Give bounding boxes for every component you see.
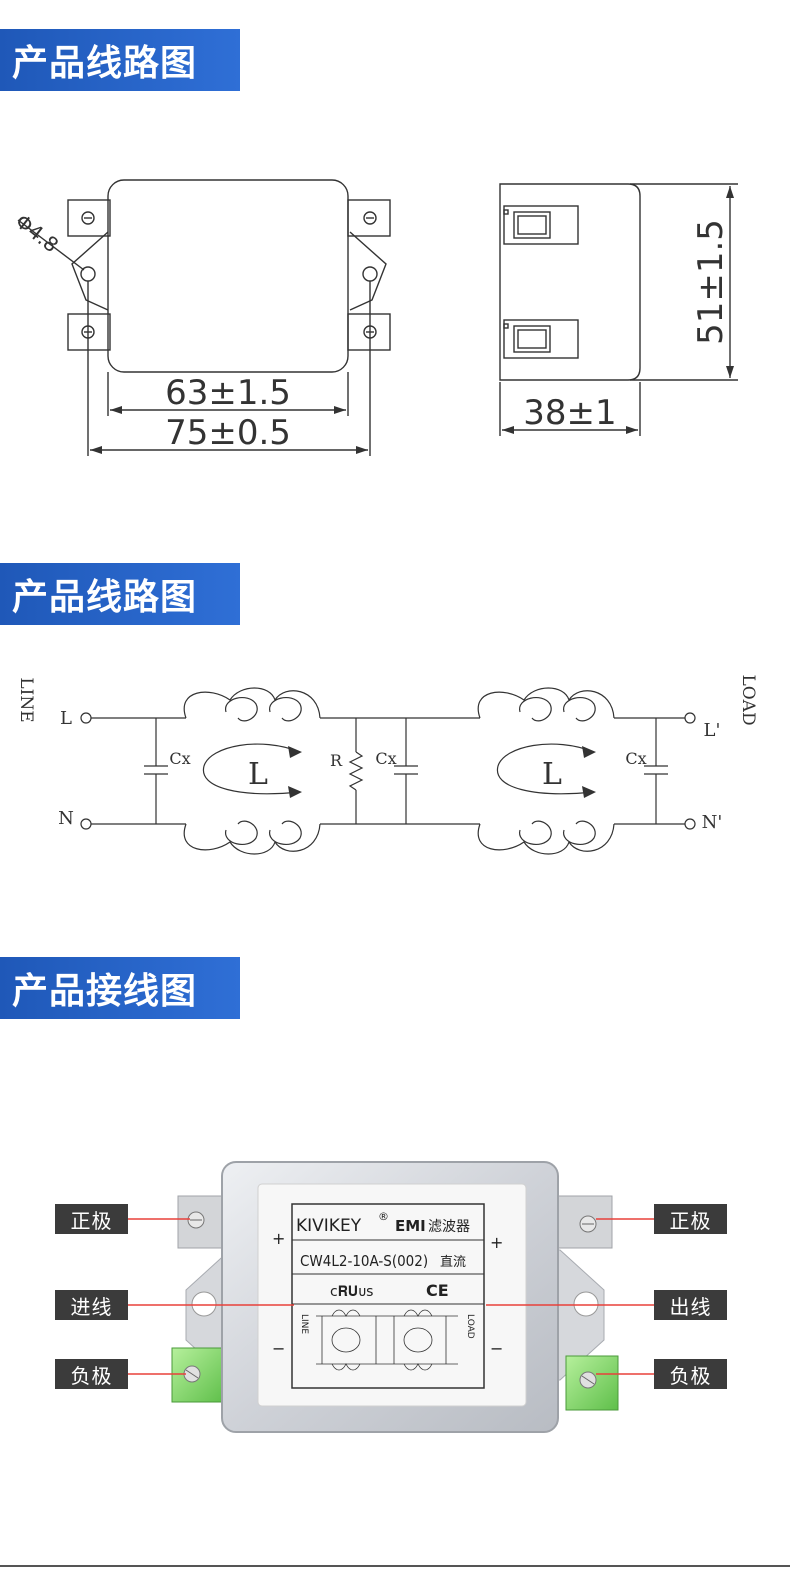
resistor (348, 751, 364, 791)
cx-label-2: Cx (375, 749, 396, 768)
terminal-N-out (684, 818, 696, 830)
cx-label-1: Cx (169, 749, 190, 768)
L-out-label: L' (704, 720, 721, 741)
circuit-diagram: LINE LOAD L N L' N' Cx Cx Cx R L L (16, 674, 758, 855)
label-out-line: 出线 (654, 1290, 727, 1320)
section-title: 产品线路图 (12, 577, 198, 618)
line-letters: LINE (299, 1314, 309, 1334)
cert-ul: ᴄ𝐑𝐔ᴜs (330, 1284, 373, 1300)
label-neg-right: 负极 (654, 1359, 727, 1389)
plus-left: + (272, 1229, 285, 1248)
terminal-N-in (80, 818, 92, 830)
reg-mark: ® (378, 1210, 389, 1223)
section-title: 产品接线图 (12, 971, 198, 1012)
label-pos-right: 正极 (654, 1204, 727, 1234)
model-text: CW4L2-10A-S(002) (300, 1252, 428, 1270)
section-header-1: 产品线路图 (0, 29, 240, 91)
r-label: R (330, 751, 343, 770)
cx-label-3: Cx (625, 749, 646, 768)
tab-bottom-left (67, 313, 111, 351)
section-header-3: 产品接线图 (0, 957, 240, 1019)
line-label: LINE (16, 677, 36, 722)
body-width-label: 63±1.5 (165, 373, 291, 413)
emi-text: EMI (395, 1217, 426, 1235)
product-photo: KIVIKEY ® EMI 滤波器 CW4L2-10A-S(002) 直流 ᴄ𝐑… (128, 1161, 654, 1433)
label-neg-left: 负极 (55, 1359, 128, 1389)
bottom-divider (0, 1565, 790, 1567)
filter-body-front (107, 179, 349, 373)
inductor-label-1: L (248, 757, 268, 792)
filter-body-side (499, 183, 641, 381)
terminal-L-out (684, 712, 696, 724)
choke-2-bottom (477, 823, 615, 855)
plus-right: + (490, 1233, 503, 1252)
filter-text: 滤波器 (428, 1219, 470, 1235)
N-in-label: N (58, 808, 74, 829)
height-label: 51±1.5 (691, 219, 731, 345)
label-pos-left: 正极 (55, 1204, 128, 1234)
choke-2-top (477, 687, 615, 719)
hole-dia-label: Φ4.8 (11, 209, 63, 257)
section-title: 产品线路图 (12, 43, 198, 84)
dimension-drawing: Φ4.8 63±1.5 75±0.5 38±1 51±1.5 (11, 179, 738, 456)
mount-width-label: 75±0.5 (165, 413, 291, 453)
section-header-2: 产品线路图 (0, 563, 240, 625)
choke-1-top (183, 687, 321, 719)
cert-ce: CE (426, 1281, 449, 1300)
minus-right: − (490, 1339, 503, 1358)
depth-label: 38±1 (523, 393, 616, 433)
tab-top-left (67, 199, 111, 237)
load-label: LOAD (738, 674, 758, 725)
N-out-label: N' (702, 812, 723, 833)
brand-text: KIVIKEY (296, 1216, 362, 1236)
inductor-label-2: L (542, 757, 562, 792)
minus-left: − (272, 1339, 285, 1358)
terminal-L-in (80, 712, 92, 724)
choke-1-bottom (183, 823, 321, 855)
label-in-line: 进线 (55, 1290, 128, 1320)
load-letters: LOAD (465, 1314, 475, 1339)
dc-text: 直流 (440, 1255, 466, 1270)
L-in-label: L (60, 708, 72, 729)
